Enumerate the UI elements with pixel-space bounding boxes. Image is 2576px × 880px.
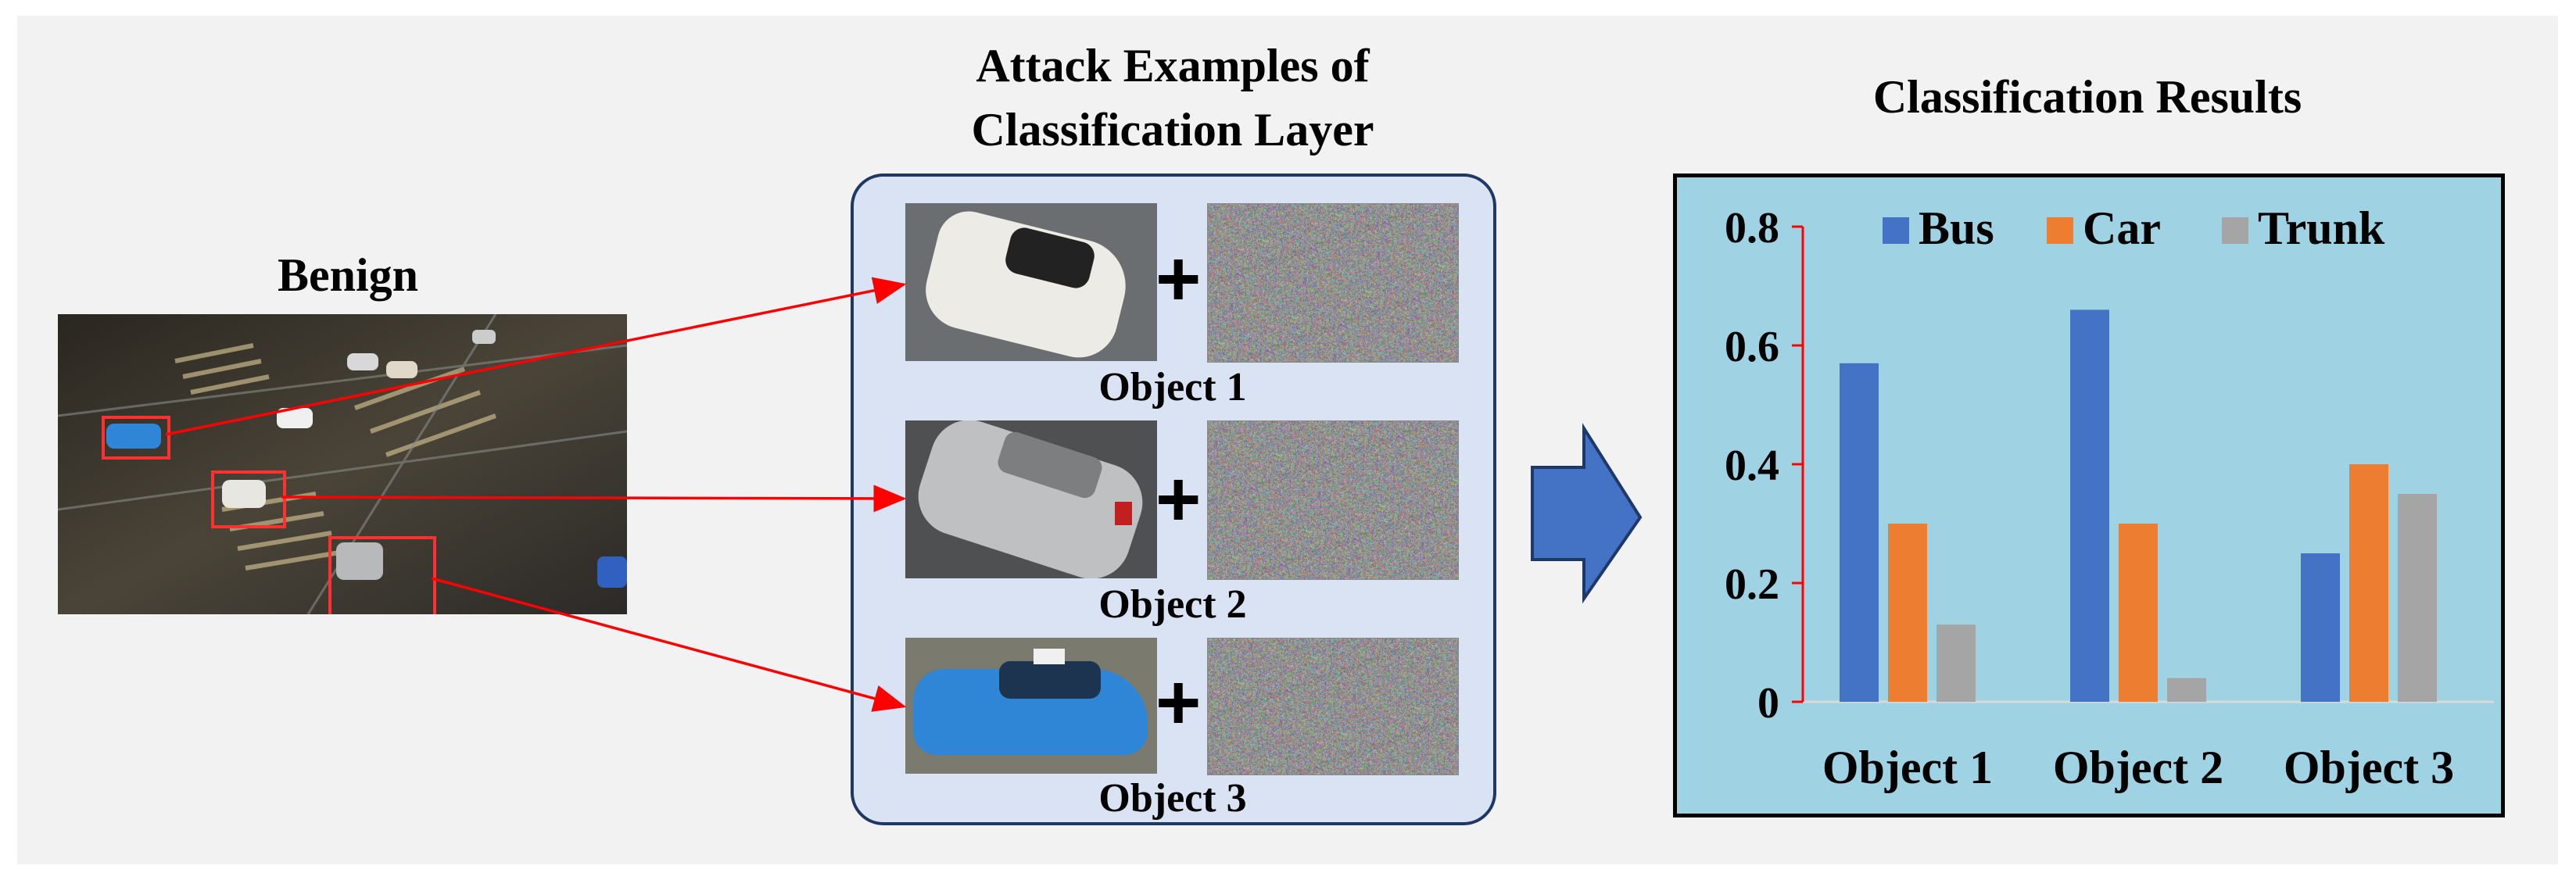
plus-sign-3: +: [1155, 659, 1202, 746]
benign-title: Benign: [277, 249, 419, 301]
object2-crop-image: [905, 420, 1157, 578]
object2-highlight-box: [211, 470, 286, 528]
object3-crop-image: [905, 638, 1157, 774]
object2-label: Object 2: [1098, 582, 1247, 627]
noise-perturbation-2: [1207, 420, 1459, 580]
benign-traffic-image: [58, 314, 627, 614]
object3-label: Object 3: [1098, 776, 1247, 821]
attack-title-line2: Classification Layer: [971, 104, 1374, 156]
object1-crop-image: [905, 203, 1157, 361]
object1-highlight-box: [102, 416, 170, 460]
noise-perturbation-3: [1207, 638, 1459, 775]
plus-sign-1: +: [1155, 235, 1202, 323]
attack-title-line1: Attack Examples of: [976, 40, 1370, 91]
object1-label: Object 1: [1098, 365, 1247, 410]
noise-perturbation-1: [1207, 203, 1459, 363]
results-title: Classification Results: [1872, 71, 2302, 123]
plus-sign-2: +: [1155, 456, 1202, 543]
object3-highlight-box: [328, 536, 436, 614]
classification-chart: [1673, 173, 2505, 817]
